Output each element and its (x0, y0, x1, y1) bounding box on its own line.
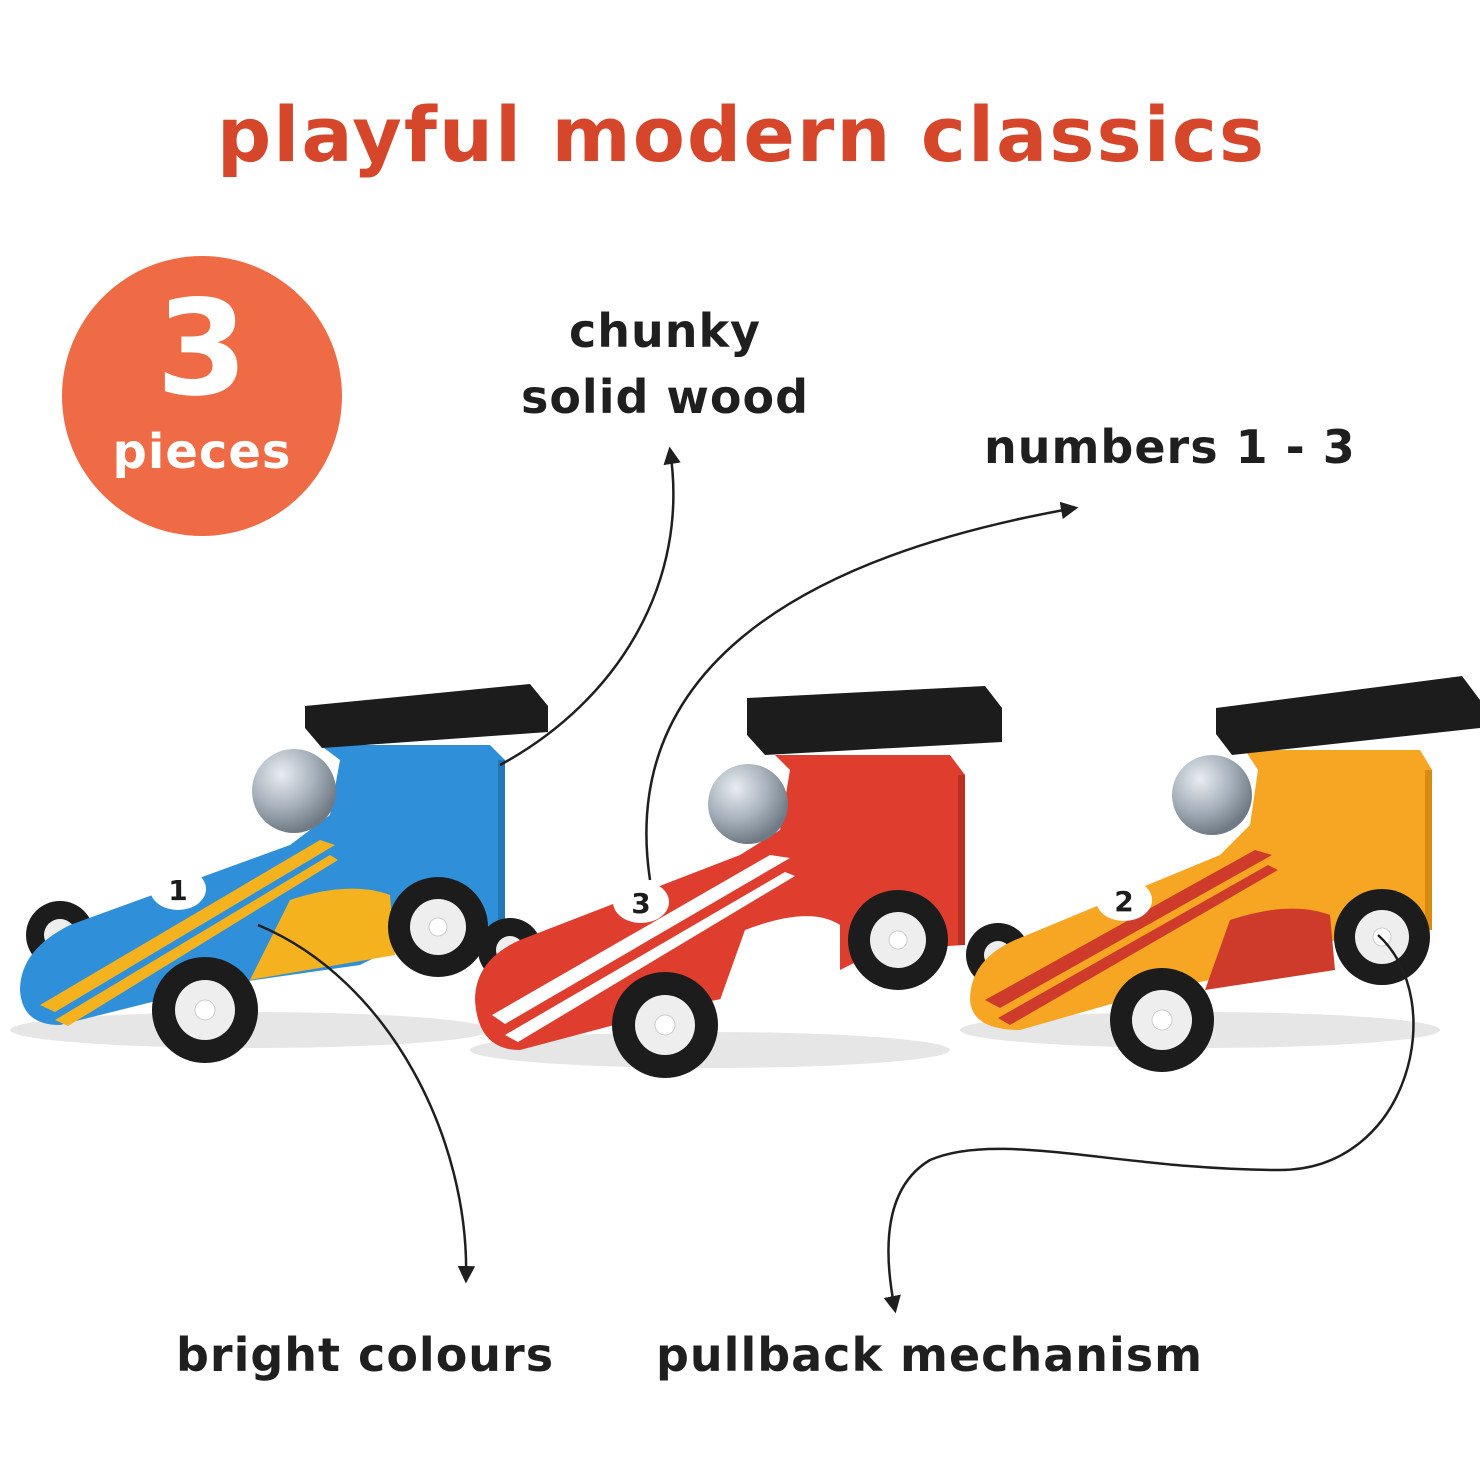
callout-pullback: pullback mechanism (656, 1328, 1204, 1382)
car-2-number: 2 (1114, 885, 1133, 918)
race-car-2: 2 (960, 676, 1480, 1072)
callout-numbers: numbers 1 - 3 (984, 420, 1356, 474)
page-title: playful modern classics (216, 90, 1267, 179)
car-3-number: 3 (631, 887, 650, 920)
arrow-bright-colours (257, 923, 476, 1284)
callout-solid-wood-line1: chunky (568, 304, 762, 358)
car-1-number: 1 (168, 874, 187, 907)
badge-label: pieces (112, 424, 292, 480)
callout-solid-wood-line2: solid wood (520, 370, 810, 424)
badge-number: 3 (156, 272, 248, 426)
arrow-solid-wood (499, 446, 681, 767)
race-car-1: 1 (10, 684, 548, 1063)
callout-bright-colours: bright colours (176, 1328, 555, 1382)
race-car-3: 3 (470, 686, 1002, 1078)
arrow-numbers (645, 501, 1079, 881)
pieces-badge: 3 pieces (62, 256, 342, 536)
arrow-pullback (883, 934, 1415, 1314)
callout-solid-wood: chunky solid wood (520, 298, 810, 430)
